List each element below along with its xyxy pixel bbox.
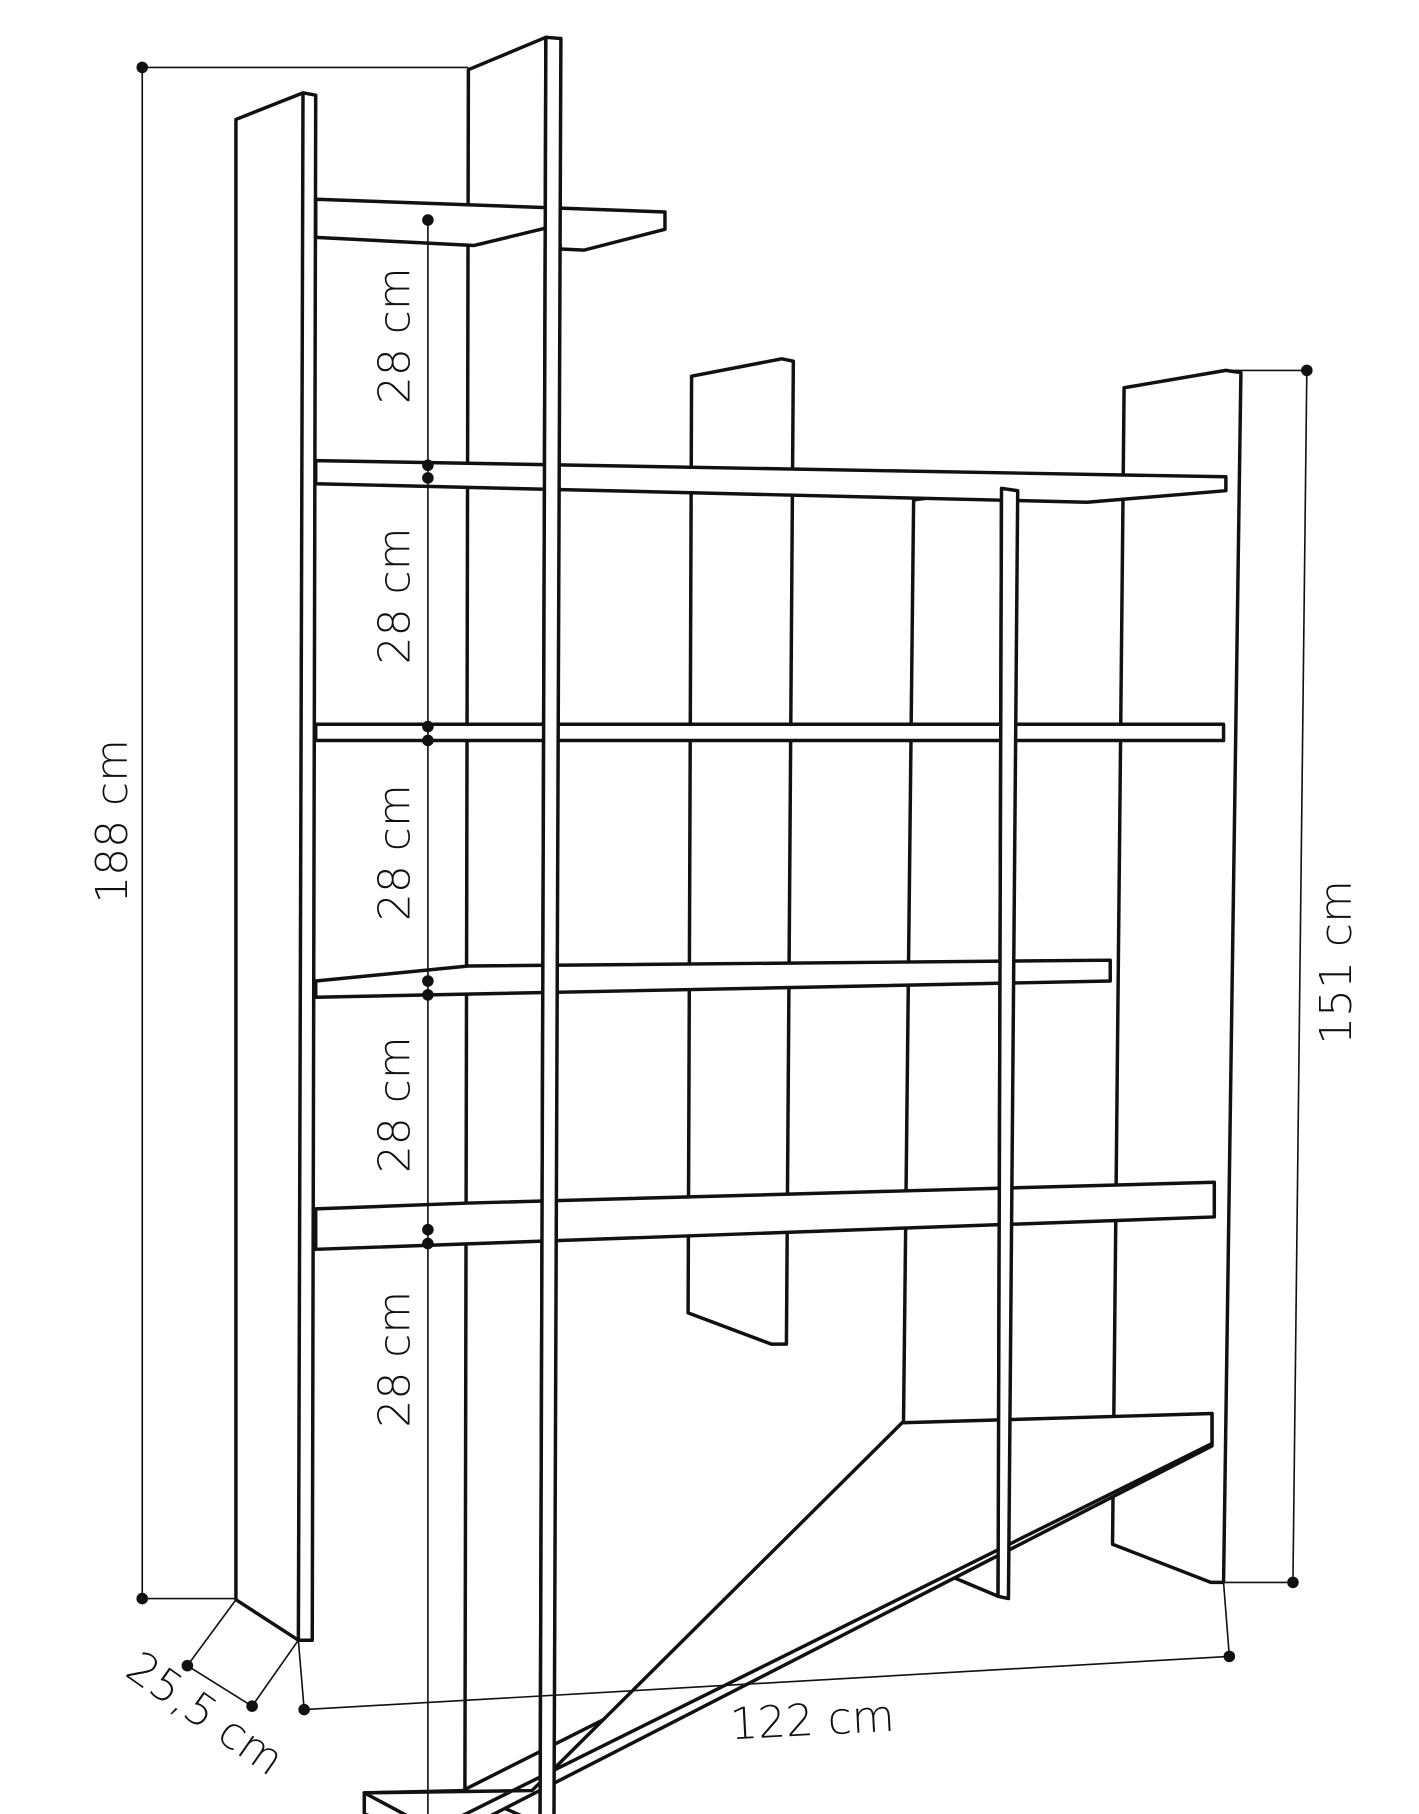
spacing-label-5: 28 cm — [369, 1291, 420, 1428]
width-122-label: 122 cm — [729, 1691, 896, 1751]
panel-4-front — [996, 486, 1020, 1601]
panel-1-edge — [296, 92, 305, 1641]
spacing-label-4: 28 cm — [369, 1036, 420, 1173]
spacing-label-3: 28 cm — [369, 784, 420, 921]
panel-2-front — [538, 35, 563, 1814]
depth-label: 25,5 cm — [117, 1642, 293, 1786]
spacing-label-1: 28 cm — [369, 267, 420, 404]
spacing-label-2: 28 cm — [369, 527, 420, 664]
panel-5 — [1110, 368, 1243, 1585]
panel-2-side — [463, 35, 548, 1814]
dimension-lines — [136, 61, 1313, 1814]
shelf-top — [313, 197, 667, 252]
panel-3 — [686, 357, 796, 1346]
height-188-label: 188 cm — [87, 739, 138, 904]
shelf-3 — [313, 958, 1112, 999]
shelf-2 — [313, 722, 1226, 743]
height-151-label: 151 cm — [1311, 880, 1362, 1045]
